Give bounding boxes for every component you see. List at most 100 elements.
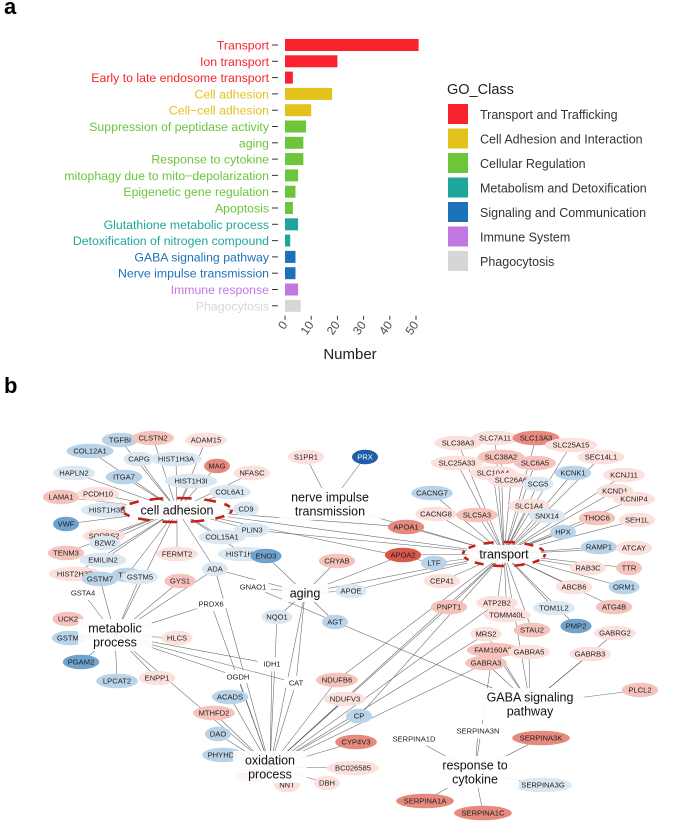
x-tick-label: 20 <box>324 318 343 337</box>
gene-label: APOA1 <box>393 523 418 532</box>
gene-label: COL15A1 <box>205 533 238 542</box>
gene-label: CEP41 <box>430 577 454 586</box>
category-label: Ion transport <box>200 55 270 69</box>
gene-label: IDH1 <box>263 660 280 669</box>
gene-label: CRYAB <box>324 557 349 566</box>
hub-label: aging <box>290 587 321 601</box>
gene-label: CACNG8 <box>420 510 452 519</box>
gene-label: SERPINA1A <box>404 797 448 806</box>
edge <box>252 530 504 554</box>
category-label: mitophagy due to mito−depolarization <box>64 169 269 183</box>
gene-label: HIST1H3I <box>174 477 207 486</box>
legend-swatch <box>448 178 468 198</box>
category-label: Nerve impulse transmission <box>118 267 269 281</box>
gene-label: SLC13A3 <box>520 434 553 443</box>
legend-swatch <box>448 227 468 247</box>
panel-label-a: a <box>4 0 17 19</box>
gene-label: SLC38A2 <box>485 453 518 462</box>
gene-label: GABRB3 <box>575 650 606 659</box>
gene-label: TGFBI <box>109 436 131 445</box>
bar <box>285 300 301 312</box>
gene-label: DBH <box>319 779 335 788</box>
gene-label: CACNG7 <box>416 489 448 498</box>
category-label: Detoxification of nitrogen compound <box>73 234 269 248</box>
gene-label: SERPINA3K <box>520 734 563 743</box>
gene-label: CLSTN2 <box>138 434 167 443</box>
gene-label: GABRA3 <box>471 659 502 668</box>
gene-label: APOA2 <box>390 551 415 560</box>
gene-label: AGT <box>327 618 343 627</box>
gene-label: SLC1A4 <box>515 502 543 511</box>
gene-label: MRS2 <box>475 630 496 639</box>
gene-label: COL6A1 <box>215 488 244 497</box>
gene-label: VWF <box>58 520 75 529</box>
x-tick-label: 30 <box>350 318 369 337</box>
hub-arc <box>150 498 164 499</box>
gene-label: EMILIN2 <box>88 556 118 565</box>
gene-label: OGDH <box>227 673 250 682</box>
category-label: Cell−cell adhesion <box>169 104 269 118</box>
gene-label: FAM160A2 <box>474 646 512 655</box>
gene-label: KCNJ11 <box>610 471 638 480</box>
legend-swatch <box>448 251 468 271</box>
x-tick-label: 10 <box>298 318 317 337</box>
gene-label: HIST1H3A <box>158 455 195 464</box>
gene-label: GNAO1 <box>240 583 267 592</box>
hub-label-line: process <box>248 768 292 782</box>
gene-label: GSTM7 <box>87 575 113 584</box>
bar <box>285 186 295 198</box>
gene-label: SERPINA1C <box>461 809 505 818</box>
gene-label: ABCB6 <box>562 583 587 592</box>
gene-label: ATG4B <box>602 603 626 612</box>
gene-label: SEH1L <box>625 516 649 525</box>
legend-label: Metabolism and Detoxification <box>480 182 647 196</box>
gene-label: SERPINA3N <box>456 727 499 736</box>
bar <box>285 121 306 133</box>
gene-label: TENM3 <box>53 549 79 558</box>
hub-label: transport <box>479 548 529 562</box>
legend-label: Transport and Trafficking <box>480 108 618 122</box>
hub-label-line: transport <box>479 548 529 562</box>
gene-label: TOM1L2 <box>539 604 568 613</box>
bar <box>285 55 337 67</box>
x-tick-label: 40 <box>376 318 395 337</box>
gene-label: KCNK1 <box>560 469 585 478</box>
gene-label: LAMA1 <box>49 493 74 502</box>
gene-label: SLC7A11 <box>479 434 511 443</box>
bar <box>285 235 290 247</box>
gene-label: FERMT2 <box>162 550 192 559</box>
gene-label: ITGA7 <box>113 473 135 482</box>
hub-arc <box>463 551 464 554</box>
gene-label: SLC6A5 <box>521 459 549 468</box>
gene-label: SNX14 <box>535 512 559 521</box>
bar <box>285 104 311 116</box>
edge <box>432 493 504 554</box>
hub-label-line: response to <box>442 759 507 773</box>
gene-label: SLC5A3 <box>463 511 491 520</box>
gene-label: HIST1H3B <box>89 506 125 515</box>
hub-label: cell adhesion <box>141 504 214 518</box>
category-label: GABA signaling pathway <box>134 250 270 264</box>
gene-label: NFASC <box>239 469 265 478</box>
legend-swatch <box>448 202 468 222</box>
x-tick-label: 50 <box>402 318 421 337</box>
gene-label: ATCAY <box>622 544 646 553</box>
gene-label: RAB3C <box>575 564 601 573</box>
category-label: Glutathione metabolic process <box>104 218 269 232</box>
gene-label: TOMM40L <box>489 611 525 620</box>
gene-label: ACADS <box>217 693 243 702</box>
gene-label: HAPLN2 <box>59 469 89 478</box>
gene-label: ADAM15 <box>191 436 221 445</box>
gene-label: BZW2 <box>94 539 115 548</box>
bar <box>285 218 298 230</box>
legend-swatch <box>448 104 468 124</box>
gene-label: HLCS <box>167 634 187 643</box>
gene-label: DAO <box>210 730 227 739</box>
gene-label: SLC38A3 <box>442 439 475 448</box>
gene-label: NDUFV3 <box>330 695 360 704</box>
category-label: Phagocytosis <box>196 299 269 313</box>
gene-label: PRDX6 <box>198 600 223 609</box>
